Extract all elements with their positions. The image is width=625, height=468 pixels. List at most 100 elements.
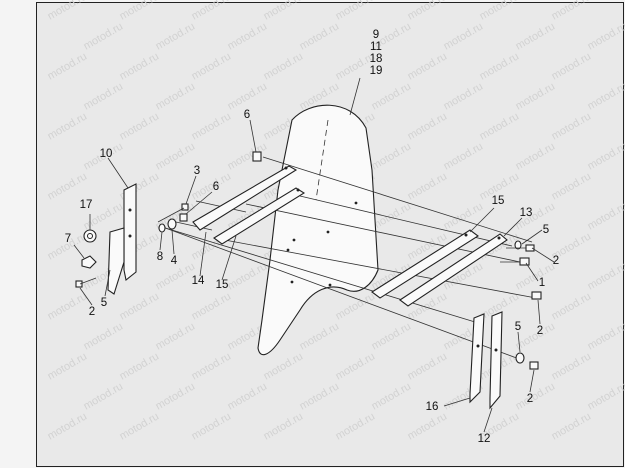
watermark-text: motod.ru xyxy=(406,410,450,442)
brace-16-hole xyxy=(476,344,480,348)
watermark-text: motod.ru xyxy=(478,0,522,23)
callout-13: 13 xyxy=(520,207,533,219)
watermark-text: motod.ru xyxy=(334,0,378,23)
bracket-10-foot xyxy=(107,227,125,295)
bolt-2-lower xyxy=(529,361,539,370)
bracket-13-hole xyxy=(497,236,501,240)
watermark-text: motod.ru xyxy=(550,410,594,442)
watermark-text: motod.ru xyxy=(226,380,270,412)
watermark-text: motod.ru xyxy=(82,380,126,412)
watermark-text: motod.ru xyxy=(190,50,234,82)
watermark-text: motod.ru xyxy=(370,140,414,172)
bracket-15-right-hole xyxy=(464,233,468,237)
watermark-text: motod.ru xyxy=(190,110,234,142)
watermark-text: motod.ru xyxy=(298,20,342,52)
callout-2-right-upper: 2 xyxy=(553,255,559,267)
callout-16: 16 xyxy=(426,401,439,413)
callout-7: 7 xyxy=(65,233,71,245)
callout-1: 1 xyxy=(539,277,545,289)
watermark-text: motod.ru xyxy=(118,110,162,142)
watermark-text: motod.ru xyxy=(406,350,450,382)
washer-5-right xyxy=(514,240,522,250)
brace-16 xyxy=(469,313,485,404)
watermark-text: motod.ru xyxy=(262,50,306,82)
watermark-text: motod.ru xyxy=(442,140,486,172)
watermark-text: motod.ru xyxy=(550,350,594,382)
watermark-text: motod.ru xyxy=(226,260,270,292)
callout-5-right: 5 xyxy=(543,224,549,236)
watermark-text: motod.ru xyxy=(550,290,594,322)
nut-6-left xyxy=(179,213,188,222)
watermark-text: motod.ru xyxy=(46,0,90,23)
watermark-text: motod.ru xyxy=(262,410,306,442)
watermark-text: motod.ru xyxy=(118,0,162,23)
watermark-text: motod.ru xyxy=(46,290,90,322)
windshield-highlight xyxy=(315,119,329,201)
watermark-text: motod.ru xyxy=(46,50,90,82)
nut-7 xyxy=(81,255,97,269)
watermark-text: motod.ru xyxy=(298,320,342,352)
nut-6-top xyxy=(252,151,262,162)
watermark-text: motod.ru xyxy=(46,170,90,202)
bracket-15-left xyxy=(213,187,306,245)
watermark-text: motod.ru xyxy=(226,20,270,52)
watermark-text: motod.ru xyxy=(586,80,625,112)
callout-5-lower: 5 xyxy=(515,321,521,333)
callout-14: 14 xyxy=(192,275,205,287)
callout-9: 9 xyxy=(373,29,379,41)
bracket-10 xyxy=(123,183,137,281)
watermark-text: motod.ru xyxy=(514,20,558,52)
watermark-text: motod.ru xyxy=(46,410,90,442)
bracket-13 xyxy=(399,233,508,307)
watermark-text: motod.ru xyxy=(298,380,342,412)
washer-5-lower xyxy=(515,352,525,364)
watermark-text: motod.ru xyxy=(550,0,594,23)
watermark-text: motod.ru xyxy=(478,50,522,82)
brace-12 xyxy=(489,311,503,410)
watermark-text: motod.ru xyxy=(82,80,126,112)
grommet-17 xyxy=(83,229,97,243)
watermark-text: motod.ru xyxy=(370,200,414,232)
bracket-14 xyxy=(192,165,298,231)
callout-3: 3 xyxy=(194,165,200,177)
callout-11: 11 xyxy=(370,41,382,53)
watermark-text: motod.ru xyxy=(262,0,306,23)
watermark-text: motod.ru xyxy=(154,380,198,412)
watermark-text: motod.ru xyxy=(442,80,486,112)
callout-10: 10 xyxy=(100,148,113,160)
grommet-17-center xyxy=(87,233,93,239)
brace-12-hole xyxy=(494,348,498,352)
watermark-text: motod.ru xyxy=(334,410,378,442)
watermark-text: motod.ru xyxy=(334,290,378,322)
watermark-text: motod.ru xyxy=(406,0,450,23)
callout-18: 18 xyxy=(370,53,383,65)
callout-17: 17 xyxy=(80,199,93,211)
watermark-text: motod.ru xyxy=(550,50,594,82)
callout-4: 4 xyxy=(171,255,178,267)
watermark-text: motod.ru xyxy=(46,350,90,382)
bracket-15-hole xyxy=(296,188,300,192)
bracket-14-hole xyxy=(284,166,288,170)
watermark-text: motod.ru xyxy=(82,320,126,352)
callout-19: 19 xyxy=(370,65,383,77)
watermark-text: motod.ru xyxy=(190,350,234,382)
watermark-text: motod.ru xyxy=(406,50,450,82)
watermark-text: motod.ru xyxy=(190,0,234,23)
callout-6-top: 6 xyxy=(244,109,250,121)
watermark-text: motod.ru xyxy=(226,80,270,112)
callout-8: 8 xyxy=(157,251,163,263)
watermark-text: motod.ru xyxy=(586,140,625,172)
windshield-callout-group: 9 11 18 19 xyxy=(370,29,383,77)
callout-2-left: 2 xyxy=(89,306,95,318)
watermark-text: motod.ru xyxy=(586,320,625,352)
bracket-10-hole xyxy=(128,208,132,212)
watermark-text: motod.ru xyxy=(46,110,90,142)
watermark-text: motod.ru xyxy=(514,80,558,112)
callout-15-right: 15 xyxy=(492,195,505,207)
watermark-text: motod.ru xyxy=(406,110,450,142)
watermark-text: motod.ru xyxy=(514,380,558,412)
watermark-text: motod.ru xyxy=(262,350,306,382)
watermark-text: motod.ru xyxy=(442,20,486,52)
callout-12: 12 xyxy=(478,433,491,445)
